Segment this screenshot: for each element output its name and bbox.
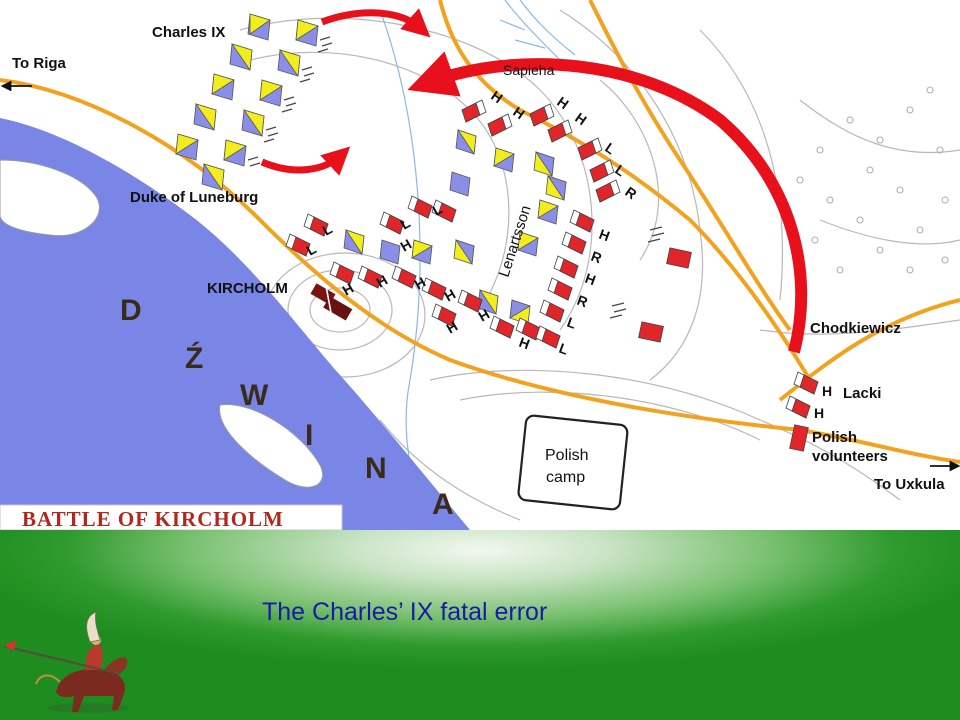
charles-flank-arrow xyxy=(320,8,431,38)
polish-unit xyxy=(577,137,603,161)
river-name: D Ź W I N A xyxy=(120,294,454,521)
swedish-unit xyxy=(247,13,271,41)
swedish-unit xyxy=(343,229,365,256)
river-letter-6: A xyxy=(432,488,454,521)
swedish-unit xyxy=(379,239,401,265)
swedish-unit xyxy=(295,19,319,47)
polish-unit xyxy=(547,119,573,143)
polish-unit xyxy=(529,103,555,127)
polish-unit xyxy=(285,233,311,257)
swedish-unit xyxy=(241,109,265,138)
swedish-unit xyxy=(175,133,199,161)
polish-unit xyxy=(461,99,487,123)
swedish-unit xyxy=(411,239,433,265)
map-title-banner: BATTLE OF KIRCHOLM xyxy=(0,504,343,530)
polish-camp-box xyxy=(517,414,629,511)
slide-footer xyxy=(0,530,960,720)
label-polish-volunteers-1: Polish xyxy=(812,429,857,446)
label-kircholm: KIRCHOLM xyxy=(207,280,288,297)
swedish-unit xyxy=(537,199,559,225)
label-to-uxkula: To Uxkula xyxy=(874,476,945,493)
polish-unit xyxy=(457,289,483,313)
swedish-unit xyxy=(223,139,247,167)
swedish-unit xyxy=(211,73,235,101)
svg-text:H: H xyxy=(822,383,832,399)
polish-unit xyxy=(431,303,457,327)
swedish-unit xyxy=(229,43,253,72)
polish-volunteers-unit xyxy=(789,424,809,452)
island-small xyxy=(219,403,323,488)
swedish-unit xyxy=(193,103,217,132)
swedish-unit xyxy=(259,79,283,107)
polish-unit xyxy=(329,261,355,285)
polish-unit xyxy=(421,277,447,301)
polish-unit xyxy=(489,315,515,339)
polish-unit xyxy=(589,159,615,183)
polish-camp-label-1: Polish xyxy=(545,447,589,464)
polish-camp-label-2: camp xyxy=(546,469,585,486)
polish-unit xyxy=(391,265,417,289)
polish-unit xyxy=(357,265,383,289)
map-title: BATTLE OF KIRCHOLM xyxy=(22,507,284,530)
kircholm-town xyxy=(310,283,353,321)
swedish-units xyxy=(175,13,567,325)
attack-arrows xyxy=(260,8,808,354)
river-letter-5: N xyxy=(365,452,387,485)
polish-unit xyxy=(595,179,621,203)
road-main xyxy=(0,78,960,464)
label-charles-ix: Charles IX xyxy=(152,24,225,41)
polish-unit xyxy=(569,209,595,233)
polish-unit xyxy=(553,255,579,279)
road-north xyxy=(438,0,812,382)
polish-unit xyxy=(303,213,329,237)
slide-caption: The Charles’ IX fatal error xyxy=(262,598,548,626)
river-letter-3: W xyxy=(240,379,269,412)
swedish-unit xyxy=(545,175,567,202)
swedish-unit xyxy=(449,171,471,197)
polish-unit xyxy=(379,211,405,235)
label-sapieha: Sapieha xyxy=(503,62,555,78)
duke-flank-arrow xyxy=(260,146,351,176)
swedish-unit xyxy=(517,231,539,257)
river-letter-2: Ź xyxy=(185,341,203,375)
swedish-unit xyxy=(201,163,225,192)
swedish-unit xyxy=(277,49,301,78)
svg-text:H: H xyxy=(814,405,824,421)
polish-unit xyxy=(431,199,457,223)
chodkiewicz-arrow xyxy=(407,51,808,354)
winged-hussar-icon xyxy=(3,612,128,713)
road-east xyxy=(588,0,792,332)
polish-reserve xyxy=(638,321,664,343)
polish-unit xyxy=(535,325,561,349)
battle-map: D Ź W I N A Polish camp xyxy=(0,0,960,530)
label-to-riga: To Riga xyxy=(12,55,67,72)
polish-unit xyxy=(407,195,433,219)
polish-unit xyxy=(515,317,541,341)
infantry-marks xyxy=(247,36,665,319)
dzwina-river xyxy=(0,118,470,530)
polish-reserve xyxy=(666,247,692,269)
polish-unit xyxy=(785,395,811,419)
polish-unit xyxy=(547,277,573,301)
label-duke-of-luneburg: Duke of Luneburg xyxy=(130,189,258,206)
polish-unit xyxy=(793,371,819,395)
river-letter-4: I xyxy=(305,419,313,452)
polish-unit xyxy=(539,299,565,323)
polish-unit xyxy=(487,113,513,137)
swedish-unit xyxy=(493,147,515,173)
island-large xyxy=(0,159,100,237)
label-polish-volunteers-2: volunteers xyxy=(812,448,888,465)
swedish-unit xyxy=(453,239,475,266)
swedish-unit xyxy=(533,151,555,178)
label-chodkiewicz: Chodkiewicz xyxy=(810,320,901,337)
river-letter-1: D xyxy=(120,294,142,327)
swedish-unit xyxy=(455,129,477,156)
polish-units xyxy=(285,99,819,452)
label-lacki: Lacki xyxy=(843,385,881,402)
marsh-dots xyxy=(796,86,949,274)
polish-unit xyxy=(561,231,587,255)
swedish-unit xyxy=(477,289,499,316)
